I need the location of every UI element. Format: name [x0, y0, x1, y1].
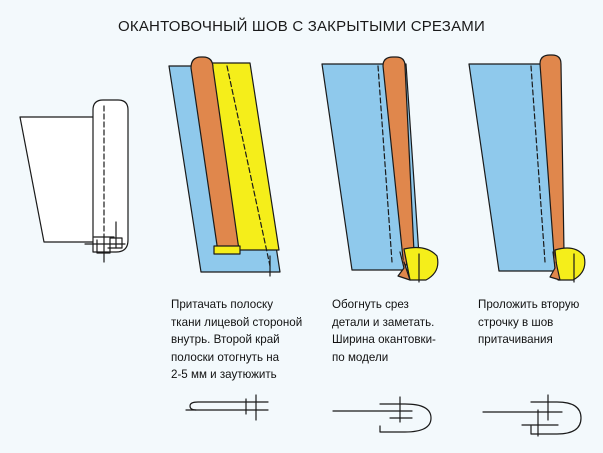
step-1-cross-section	[185, 394, 269, 421]
overview-sketch	[19, 99, 129, 263]
diagram-title: ОКАНТОВОЧНЫЙ ШОВ С ЗАКРЫТЫМИ СРЕЗАМИ	[118, 18, 485, 35]
step-2-cross-section	[332, 396, 432, 433]
step-2-caption: Обогнуть срез детали и заметать. Ширина …	[332, 298, 436, 364]
step-2-illustration	[321, 56, 439, 283]
step-3-caption: Проложить вторую строчку в шов притачива…	[478, 298, 580, 346]
step-1-illustration	[168, 56, 281, 277]
step-3-illustration	[468, 54, 586, 283]
step-3-cross-section	[482, 394, 582, 437]
step-1-caption: Притачать полоску ткани лицевой стороной…	[171, 298, 303, 381]
